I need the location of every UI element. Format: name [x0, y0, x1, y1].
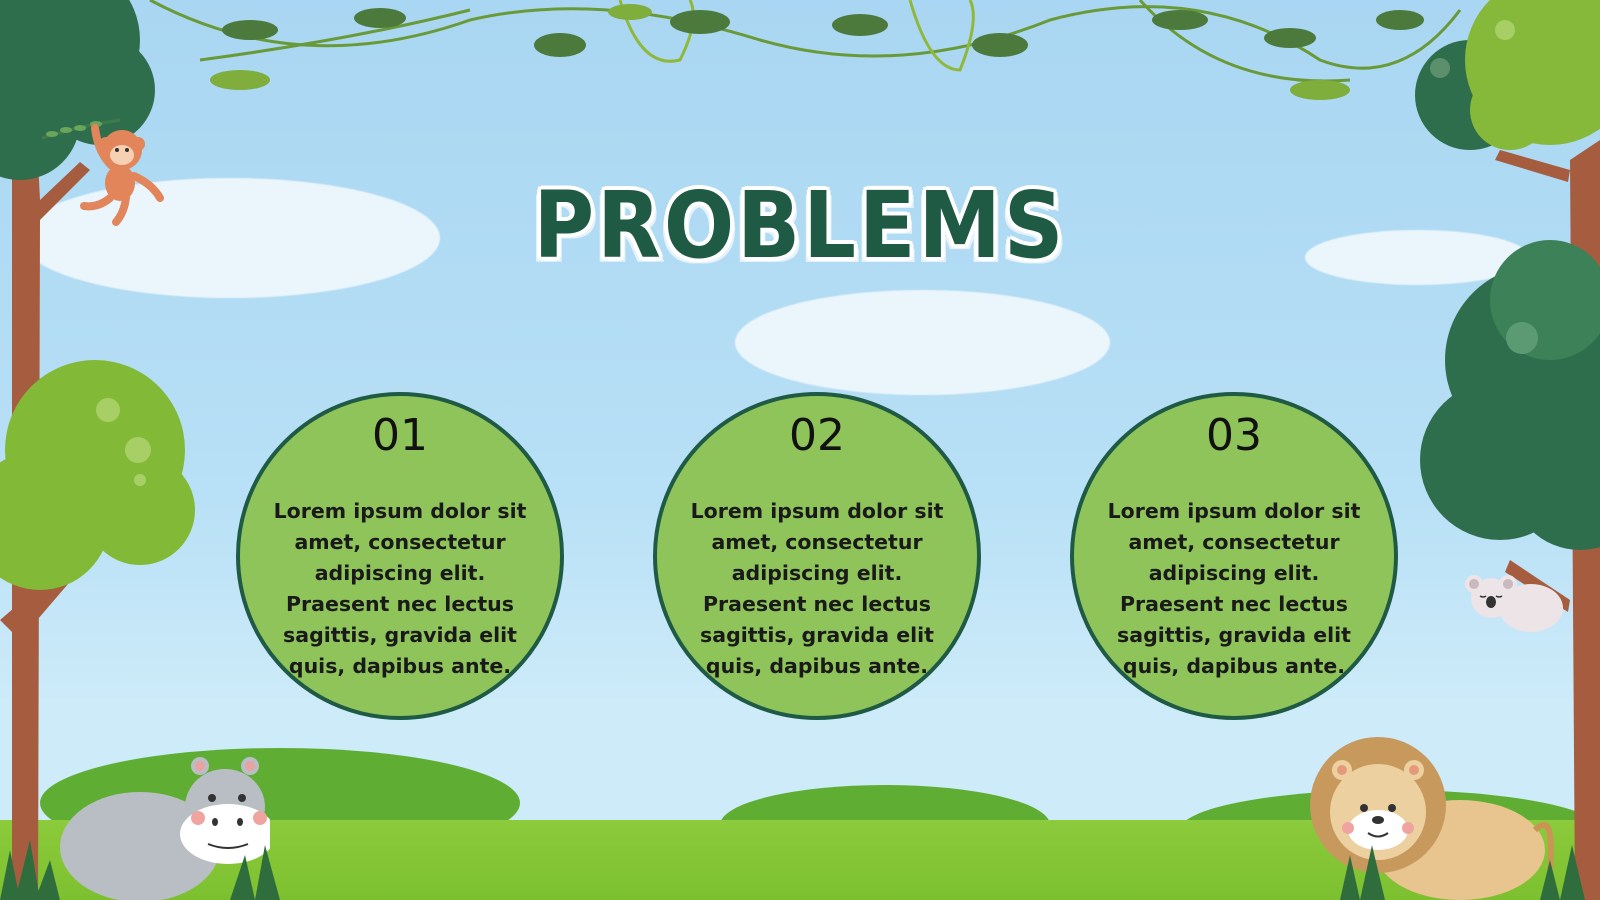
hippo-icon — [60, 757, 270, 900]
page-title: PROBLEMS — [533, 172, 1067, 279]
tree-icon — [1415, 0, 1600, 900]
problem-number: 01 — [372, 410, 428, 461]
tree-icon — [0, 0, 195, 900]
cloud-icon — [20, 178, 440, 298]
koala-icon — [1465, 575, 1563, 632]
monkey-icon — [41, 118, 164, 226]
jungle-vines-icon — [149, 0, 1462, 100]
problem-card-1: 01 Lorem ipsum dolor sit amet, consectet… — [236, 392, 564, 720]
problem-number: 02 — [789, 410, 845, 461]
problem-text: Lorem ipsum dolor sit amet, consectetur … — [273, 499, 527, 678]
bush-icon — [0, 840, 1585, 900]
problem-text: Lorem ipsum dolor sit amet, consectetur … — [690, 499, 944, 678]
lion-icon — [1310, 737, 1554, 900]
problem-text: Lorem ipsum dolor sit amet, consectetur … — [1107, 499, 1361, 678]
cloud-icon — [735, 290, 1110, 395]
problem-card-3: 03 Lorem ipsum dolor sit amet, consectet… — [1070, 392, 1398, 720]
problem-number: 03 — [1206, 410, 1262, 461]
title-container: PROBLEMS — [0, 180, 1600, 272]
problem-card-2: 02 Lorem ipsum dolor sit amet, consectet… — [653, 392, 981, 720]
cloud-icon — [1305, 230, 1530, 285]
